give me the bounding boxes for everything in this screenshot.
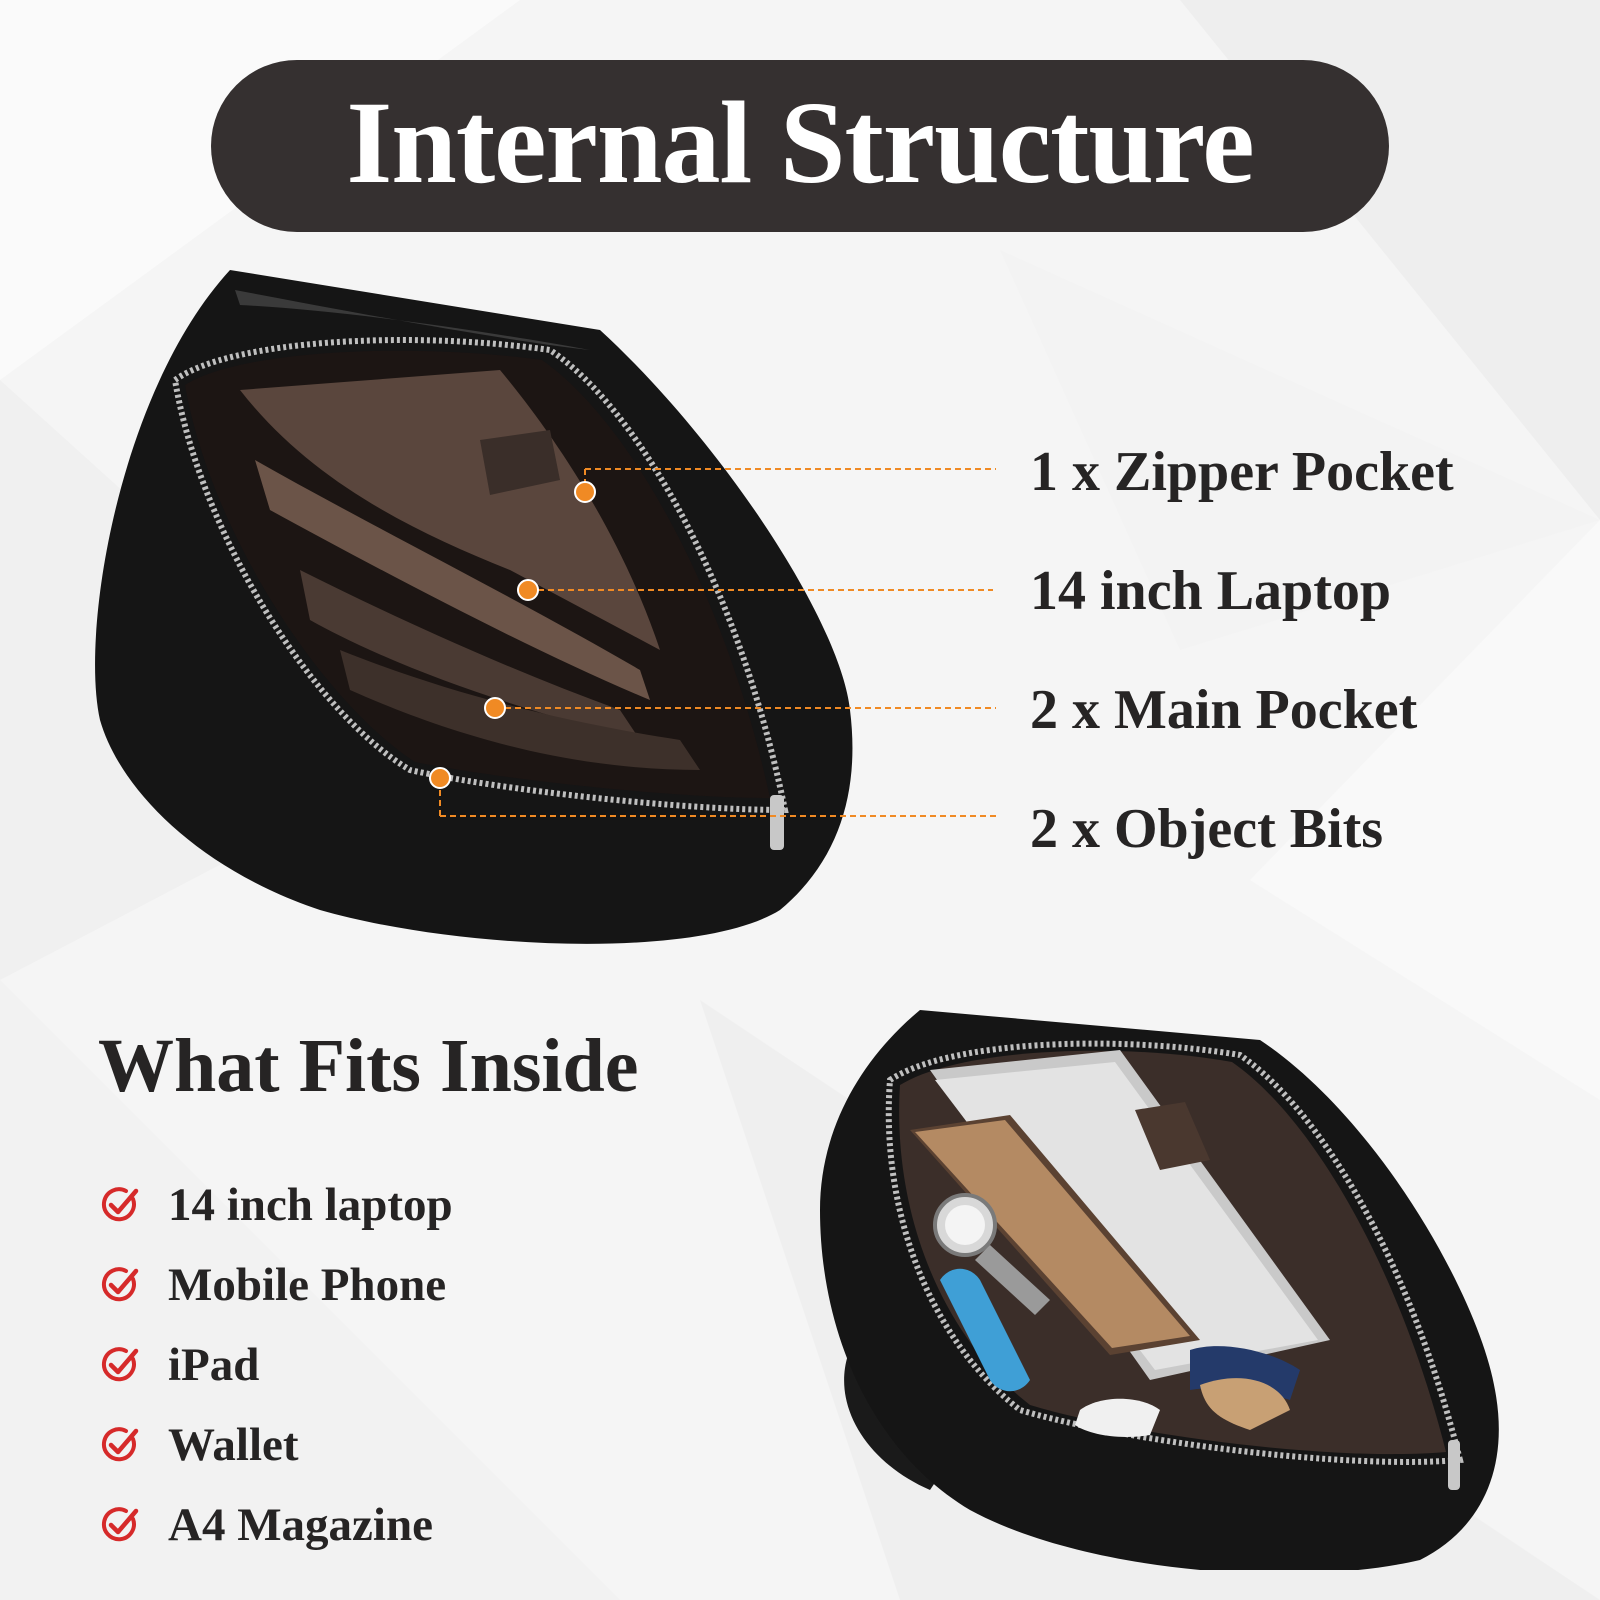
list-item: 14 inch laptop [100, 1165, 453, 1245]
bag-interior-image [95, 270, 853, 944]
bag-packed-image [820, 1010, 1499, 1570]
callout-label-main-pocket: 2 x Main Pocket [1030, 679, 1418, 741]
page-title: Internal Structure [346, 77, 1254, 208]
check-circle-icon [101, 1187, 139, 1222]
check-circle-icon [101, 1507, 139, 1542]
fits-item-label: Mobile Phone [168, 1258, 447, 1311]
callout-label-zipper-pocket: 1 x Zipper Pocket [1030, 441, 1454, 503]
fits-list: 14 inch laptop Mobile Phone iPad Wallet … [100, 1165, 453, 1565]
fits-item-label: Wallet [168, 1418, 299, 1471]
check-circle-icon [101, 1427, 139, 1462]
fits-item-label: A4 Magazine [168, 1498, 433, 1551]
fits-item-label: iPad [168, 1338, 260, 1391]
list-item: Mobile Phone [100, 1245, 453, 1325]
check-circle-icon [101, 1347, 139, 1382]
fits-title: What Fits Inside [98, 1024, 639, 1108]
callout-label-laptop: 14 inch Laptop [1030, 560, 1391, 622]
callout-label-object-bits: 2 x Object Bits [1030, 798, 1384, 860]
title-pill: Internal Structure [211, 60, 1389, 232]
fits-item-label: 14 inch laptop [168, 1178, 453, 1231]
list-item: Wallet [100, 1405, 453, 1485]
check-circle-icon [101, 1267, 139, 1302]
list-item: A4 Magazine [100, 1485, 453, 1565]
list-item: iPad [100, 1325, 453, 1405]
